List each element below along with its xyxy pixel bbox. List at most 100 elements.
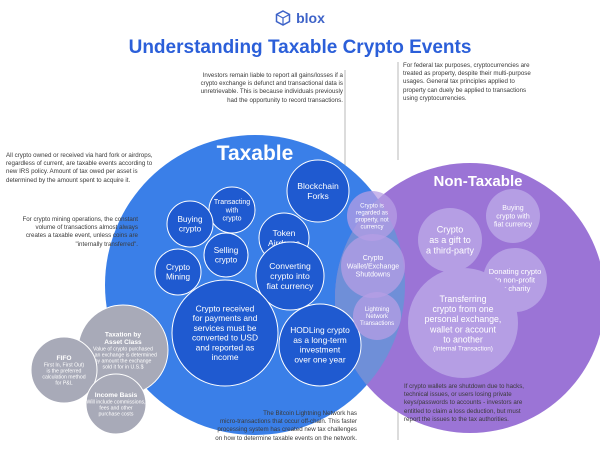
- taxable-label: Taxable: [217, 142, 294, 165]
- blox-logo: blox: [275, 10, 325, 26]
- note-top-center: Investors remain liable to report all ga…: [200, 72, 343, 104]
- note-bottom-lightning: The Bitcoin Lightning Network has micro-…: [215, 410, 357, 442]
- cube-icon: [275, 10, 291, 26]
- basis-bubble-text: is the preferred: [47, 369, 82, 375]
- overlap-bubble-text: Transactions: [360, 321, 394, 327]
- taxable-bubble-text: crypto into: [270, 271, 310, 281]
- non-taxable-bubble-text: Donating crypto: [489, 267, 542, 276]
- overlap-bubble-text: Crypto is: [360, 204, 384, 210]
- header: blox Understanding Taxable Crypto Events: [0, 10, 600, 59]
- overlap-bubble-text: Crypto: [363, 255, 384, 262]
- non-taxable-bubble-text: Crypto: [437, 225, 464, 235]
- taxable-bubble-text: Blockchain: [297, 181, 339, 191]
- taxable-bubble-text: with: [225, 207, 239, 214]
- basis-bubble-text: Asset Class: [104, 339, 142, 346]
- taxable-bubble-text: Buying: [177, 215, 202, 224]
- non-taxable-bubble-text: personal exchange,: [425, 314, 502, 324]
- taxable-bubble-text: over one year: [294, 354, 345, 364]
- overlap-bubble-shape: [341, 234, 405, 298]
- basis-bubble-text: FIFO: [56, 355, 71, 362]
- taxable-bubble-text: HODLing crypto: [290, 325, 350, 335]
- note-bottom-right-shutdowns: If crypto wallets are shutdown due to ha…: [404, 383, 525, 423]
- basis-bubble-text: sold it for in U.S.$: [103, 364, 144, 370]
- overlap-bubble-text: Wallet/Exchange: [347, 263, 399, 270]
- non-taxable-bubble-text: or charity: [500, 284, 531, 293]
- taxable-bubble-shape: [278, 303, 362, 387]
- non-taxable-bubble-text: crypto from one: [432, 304, 493, 314]
- basis-bubble-text: Value of crypto purchased: [93, 346, 153, 352]
- non-taxable-label: Non-Taxable: [434, 173, 523, 190]
- note-top-right: For federal tax purposes, cryptocurrenci…: [403, 62, 531, 102]
- basis-bubble-text: calculation method: [42, 375, 85, 381]
- note-left-hard-fork: All crypto owned or received via hard fo…: [6, 152, 153, 184]
- taxable-bubble-shape: [208, 186, 256, 234]
- basis-bubble-shape: [30, 336, 98, 404]
- non-taxable-bubble-text: wallet or account: [429, 324, 497, 334]
- non-taxable-bubble-text: as a gift to: [429, 235, 471, 245]
- taxable-bubble-text: crypto: [215, 255, 238, 264]
- taxable-bubble-text: Token: [273, 228, 296, 238]
- basis-bubble-text: by amount the exchange: [95, 358, 152, 364]
- basis-bubble-text: purchase costs: [99, 412, 134, 418]
- basis-bubble-text: Income Basis: [95, 392, 138, 399]
- overlap-bubble-text: Lightning: [365, 307, 389, 313]
- non-taxable-bubble-text: to another: [443, 335, 483, 345]
- taxable-bubble-text: crypto: [222, 215, 241, 222]
- non-taxable-bubble-text: crypto with: [496, 213, 530, 220]
- taxable-bubble-shape: [166, 200, 214, 248]
- overlap-bubble-shape: [353, 292, 401, 340]
- overlap-bubble-text: Shutdowns: [356, 271, 391, 278]
- non-taxable-bubble-text: Buying: [502, 205, 524, 212]
- basis-bubble-shape: [85, 373, 147, 435]
- non-taxable-bubble-shape: [408, 268, 518, 378]
- non-taxable-bubble-shape: [486, 189, 540, 243]
- non-taxable-bubble-text: Transferring: [439, 294, 486, 304]
- basis-bubble-text: in an exchange is determined: [89, 352, 157, 358]
- taxable-bubble-text: converted to USD: [192, 333, 258, 343]
- non-taxable-bubble-text: to non-profit: [495, 275, 536, 284]
- taxable-bubble-text: Selling: [214, 246, 239, 255]
- non-taxable-bubble-text: fiat currency: [494, 221, 533, 228]
- page-title: Understanding Taxable Crypto Events: [128, 37, 472, 58]
- taxable-bubble-shape: [255, 241, 325, 311]
- overlap-bubble-shape: [347, 191, 397, 241]
- logo-text: blox: [296, 10, 325, 26]
- taxable-bubble-text: Converting: [269, 261, 311, 271]
- taxable-bubble-text: investment: [300, 345, 341, 355]
- taxable-bubble-text: Crypto: [166, 263, 191, 272]
- overlap-bubble-text: Network: [366, 314, 389, 320]
- taxable-bubble-text: as a long-term: [293, 335, 347, 345]
- taxable-bubble-shape: [286, 159, 350, 223]
- overlap-bubble-text: regarded as: [356, 211, 388, 217]
- non-taxable-bubble-text: a third-party: [426, 245, 475, 255]
- taxable-bubble-text: services must be: [194, 323, 257, 333]
- note-left-mining: For crypto mining operations, the consta…: [22, 216, 138, 248]
- taxable-bubble-text: Mining: [166, 272, 191, 281]
- taxable-bubble-text: income: [212, 352, 239, 362]
- basis-bubble-text: Taxation by: [105, 331, 141, 338]
- overlap-bubble-text: currency: [360, 224, 383, 230]
- taxable-bubble-text: and reported as: [196, 342, 255, 352]
- basis-bubble-text: fees and other: [99, 406, 132, 412]
- taxable-bubble-text: Crypto received: [196, 303, 255, 313]
- taxable-bubble-shape: [154, 248, 202, 296]
- basis-bubble-text: First In, First Out): [44, 362, 85, 368]
- non-taxable-bubble-shape: [418, 208, 482, 272]
